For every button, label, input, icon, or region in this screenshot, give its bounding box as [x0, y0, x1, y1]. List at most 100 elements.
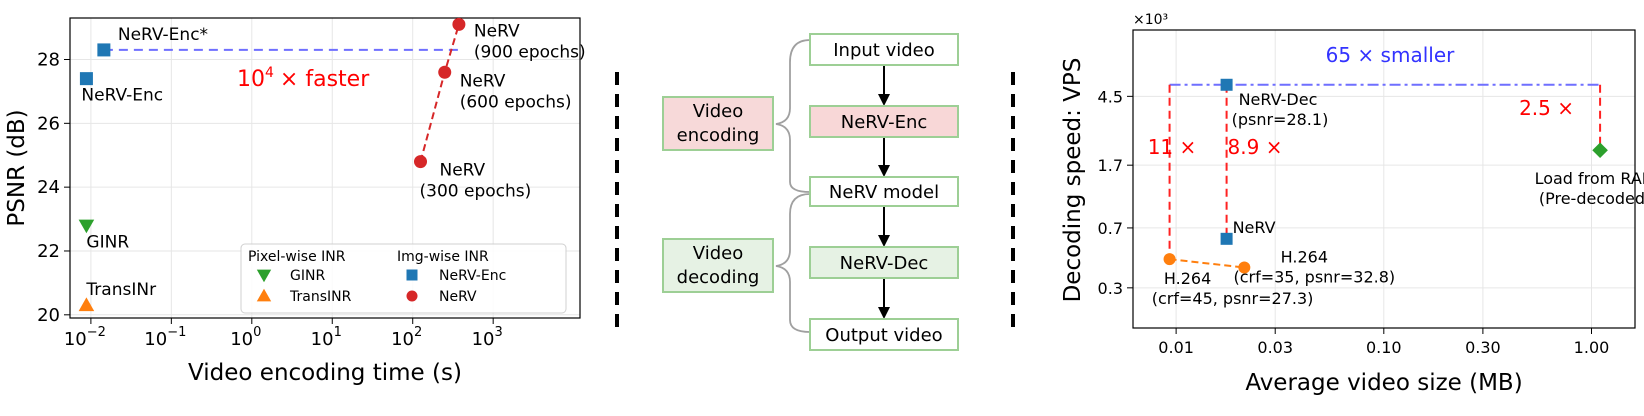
- chart2-y-tick-label: 0.7: [1098, 219, 1123, 238]
- chart1-legend-box: [240, 243, 567, 314]
- chart1-y-tick-label: 22: [37, 241, 60, 262]
- chart2-lines: [1168, 83, 1602, 269]
- chart2-points: [1163, 78, 1608, 274]
- sublabel-h264-35: (crf=35, psnr=32.8): [1233, 267, 1395, 286]
- point-nerv-300: [414, 155, 428, 169]
- sublabel-nerv-300: (300 epochs): [420, 182, 532, 202]
- legend-group-title-img: Img-wise INR: [397, 249, 489, 265]
- group-video-decoding-line1: Video: [693, 243, 743, 264]
- chart1-y-axis-label: PSNR (dB): [4, 109, 30, 226]
- point-nerv-dec: [1220, 78, 1233, 91]
- node-output-video-box: [809, 318, 959, 351]
- chart2-x-tick-label: 0.10: [1366, 338, 1402, 357]
- point-ram: [1592, 142, 1608, 159]
- chart1-x-tick-base: 10: [230, 329, 253, 350]
- point-nerv-enc-star: [97, 43, 111, 57]
- chart1-y-tick-label: 26: [37, 113, 60, 134]
- brace-encoding: [775, 39, 811, 193]
- label-nerv-enc-star: NeRV-Enc*: [118, 25, 208, 45]
- chart2-h264-curve: [1169, 258, 1245, 269]
- diagram-nodes: Input video NeRV-Enc NeRV model NeRV-Dec…: [662, 33, 959, 351]
- legend-marker-nerv: [406, 290, 418, 302]
- chart2-y-tick-label: 1.7: [1098, 156, 1123, 175]
- chart1-x-tick-base: 10: [311, 329, 334, 350]
- arrowhead-model: [878, 165, 890, 177]
- brace-decoding: [775, 193, 811, 333]
- chart2-grid: [1133, 30, 1635, 328]
- label-h264-35: H.264: [1281, 247, 1328, 266]
- arrowhead-output: [878, 307, 890, 319]
- group-video-decoding-line2: decoding: [677, 267, 760, 288]
- legend-marker-transinr: [256, 288, 272, 302]
- point-h264-45: [1163, 253, 1176, 266]
- label-nerv: NeRV: [1233, 218, 1276, 237]
- point-nerv-enc: [79, 72, 93, 86]
- chart2-annotation-8-9x: 8.9 ×: [1228, 135, 1283, 159]
- sublabel-nerv-900: (900 epochs): [474, 42, 586, 62]
- chart1-x-tick-label: 102: [391, 325, 422, 350]
- label-ram: Load from RAM: [1535, 169, 1644, 188]
- chart1-y-tick-label: 28: [37, 49, 60, 70]
- node-nerv-model-box: [809, 176, 959, 207]
- chart1-x-tick-base: 10: [391, 329, 414, 350]
- chart1-x-tick-exponent: 3: [494, 325, 502, 340]
- point-nerv-900: [452, 17, 466, 31]
- chart1-legend: Pixel-wise INR Img-wise INR GINR TransIN…: [240, 243, 567, 314]
- chart1-annotation-text: × faster: [280, 67, 370, 92]
- chart1-x-tick-label: 103: [472, 325, 503, 350]
- chart1-x-tick-exponent: 2: [414, 325, 422, 340]
- node-output-video: Output video: [825, 325, 942, 346]
- chart2-annotation-2-5x: 2.5 ×: [1519, 96, 1574, 120]
- group-video-decoding-box: [662, 238, 774, 293]
- label-nerv-enc: NeRV-Enc: [81, 86, 163, 106]
- chart1-x-tick-base: 10: [472, 329, 495, 350]
- chart1-grid: [70, 18, 580, 318]
- point-ginr: [78, 219, 95, 234]
- node-input-video: Input video: [833, 40, 935, 61]
- node-input-video-box: [809, 33, 959, 66]
- sublabel-h264-45: (crf=45, psnr=27.3): [1152, 289, 1314, 308]
- chart2-y-multiplier: ×10³: [1133, 12, 1168, 28]
- legend-entry-ginr: GINR: [290, 268, 325, 284]
- chart2-x-tick-label: 0.30: [1465, 338, 1501, 357]
- group-video-encoding-line2: encoding: [677, 125, 760, 146]
- chart2-y-axis-label: Decoding speed: VPS: [1060, 58, 1086, 303]
- chart1-x-tick-exponent: 1: [334, 325, 342, 340]
- label-nerv-dec: NeRV-Dec: [1239, 90, 1318, 109]
- chart1-points: [78, 17, 466, 312]
- label-transinr: TransINr: [85, 280, 156, 300]
- point-h264-35: [1238, 261, 1251, 274]
- chart1-annotation-exponent: 4: [265, 65, 274, 81]
- legend-entry-nerv: NeRV: [439, 289, 477, 305]
- label-h264-45: H.264: [1164, 269, 1211, 288]
- label-ginr: GINR: [86, 232, 129, 252]
- legend-entry-nerv-enc: NeRV-Enc: [439, 268, 506, 284]
- node-nerv-dec-box: [809, 246, 959, 279]
- chart2-x-axis-label: Average video size (MB): [1245, 370, 1522, 396]
- node-nerv-model: NeRV model: [829, 182, 939, 203]
- chart1-x-tick-base: 10: [64, 329, 87, 350]
- group-video-encoding-box: [662, 96, 774, 151]
- node-nerv-enc: NeRV-Enc: [841, 112, 928, 133]
- sublabel-nerv-dec: (psnr=28.1): [1232, 110, 1329, 129]
- chart1-legend-markers: [256, 269, 418, 302]
- group-video-encoding-line1: Video: [693, 101, 743, 122]
- chart1-x-tick-label: 100: [230, 325, 261, 350]
- point-nerv-600: [438, 65, 452, 79]
- point-nerv: [1220, 232, 1233, 245]
- node-nerv-dec: NeRV-Dec: [840, 253, 929, 274]
- chart1-x-tick-label: 10−2: [64, 325, 106, 350]
- sublabel-ram: (Pre-decoded): [1539, 189, 1644, 208]
- chart1-x-tick-label: 10−1: [144, 325, 186, 350]
- chart1-x-tick-base: 10: [144, 329, 167, 350]
- chart2-annotation-smaller: 65 × smaller: [1326, 43, 1455, 67]
- legend-marker-nerv-enc: [406, 269, 418, 281]
- chart1-x-tick-exponent: −2: [87, 325, 106, 340]
- label-nerv-300: NeRV: [440, 161, 486, 181]
- arrowhead-enc: [878, 94, 890, 106]
- chart1-plot-frame: [69, 17, 581, 319]
